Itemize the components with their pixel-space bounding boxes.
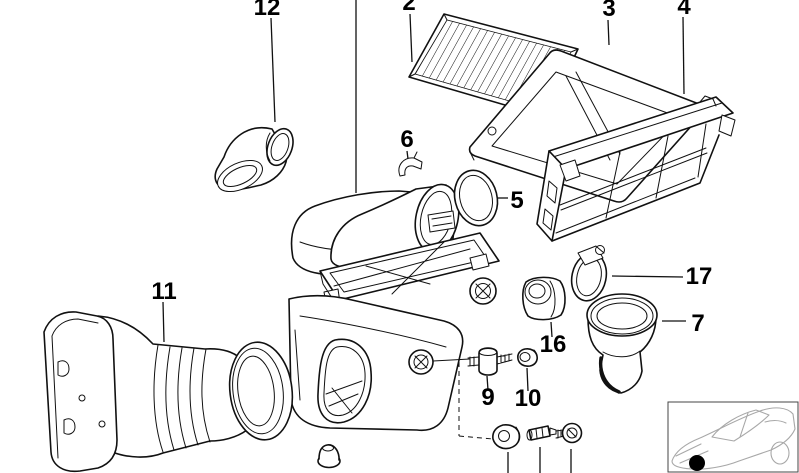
part-screw	[555, 422, 583, 444]
alignment-lines	[432, 358, 494, 440]
callout-5[interactable]: 5	[510, 187, 523, 214]
callout-16[interactable]: 16	[540, 331, 567, 358]
duct-body	[97, 315, 248, 458]
leader-part10	[526, 367, 529, 392]
callout-12[interactable]: 12	[254, 0, 281, 21]
leader-lines	[162, 0, 686, 473]
leader-part4	[682, 16, 685, 95]
leader-part17	[611, 275, 684, 278]
housing-outlet-opening	[317, 338, 372, 424]
duct-bellows	[153, 344, 211, 453]
inset-frame	[667, 401, 799, 473]
part-funnel	[586, 293, 658, 394]
callout-4[interactable]: 4	[677, 0, 691, 20]
callout-17[interactable]: 17	[686, 263, 713, 290]
part-spacer-pin	[526, 425, 557, 441]
vehicle-inset	[667, 401, 799, 473]
leader-part6	[406, 150, 409, 160]
part-bushing	[522, 276, 566, 321]
leader-part3	[607, 19, 610, 46]
part-clip	[398, 151, 423, 177]
part-mount-lower	[492, 424, 521, 450]
part-elbow-duct	[214, 126, 294, 193]
leader-part16	[550, 321, 553, 338]
duct-flange	[43, 311, 118, 473]
callout-10[interactable]: 10	[515, 385, 542, 412]
callout-2[interactable]: 2	[402, 0, 415, 16]
location-marker-dot	[689, 455, 705, 471]
leader-part9	[486, 375, 489, 391]
part-filter-frame	[468, 49, 705, 203]
leader-part11	[162, 301, 165, 343]
car-silhouette	[671, 407, 796, 470]
part-housing	[288, 183, 500, 432]
leader-part12	[270, 17, 276, 123]
part-mount-stud	[467, 347, 513, 376]
callout-11[interactable]: 11	[151, 278, 176, 305]
leader-part2	[409, 13, 413, 63]
part-hose-clamp	[570, 245, 608, 302]
snorkel-clamp-block	[427, 210, 456, 233]
callout-7[interactable]: 7	[691, 310, 704, 337]
part-intake-duct	[43, 311, 294, 473]
part-o-ring	[453, 169, 499, 227]
part-sleeve-nut	[517, 348, 538, 367]
housing-lower	[288, 294, 464, 432]
part-grommet	[317, 444, 341, 469]
part-grid-cover	[536, 95, 736, 242]
callout-6[interactable]: 6	[400, 126, 413, 153]
callout-3[interactable]: 3	[602, 0, 615, 22]
callout-9[interactable]: 9	[481, 384, 494, 411]
callout-labels: 12 2 3 4 6 5 17 7 16 9 10 11	[151, 0, 712, 412]
